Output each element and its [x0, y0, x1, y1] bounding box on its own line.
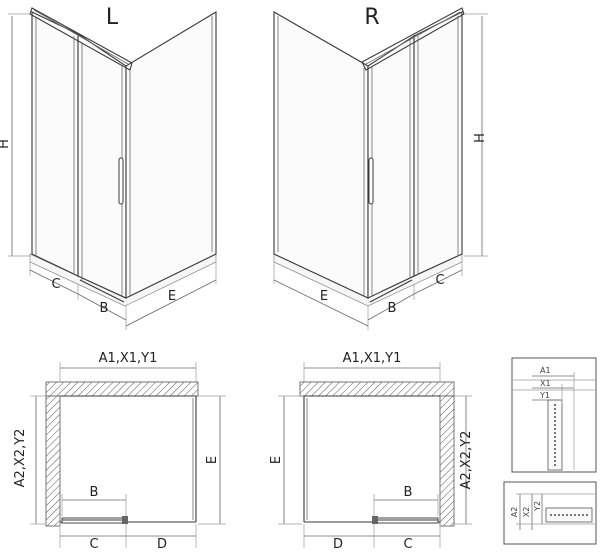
- right-sliding-door: [367, 34, 415, 299]
- right-h-label: H: [473, 133, 488, 143]
- right-fixed-panel: [413, 11, 463, 277]
- detail-y1-label: Y1: [539, 391, 550, 400]
- left-3d-view: [8, 7, 217, 330]
- left-b-label: B: [100, 301, 109, 316]
- left-plan-a2-label: A2,X2,Y2: [13, 429, 28, 488]
- right-plan-a1-label: A1,X1,Y1: [343, 351, 402, 366]
- left-plan-view: [30, 362, 226, 548]
- detail-a1-label: A1: [540, 366, 551, 375]
- right-e-label: E: [320, 289, 328, 304]
- left-h-label: H: [0, 139, 12, 149]
- right-plan-c-label: C: [403, 537, 412, 552]
- left-plan-d-label: D: [157, 537, 167, 552]
- left-e-label: E: [168, 289, 176, 304]
- right-door-handle: [368, 157, 374, 205]
- left-plan-b-label: B: [90, 485, 99, 500]
- left-plan-top-wall: [45, 381, 199, 397]
- detail-x1-label: X1: [540, 379, 551, 388]
- right-3d-view: [273, 7, 488, 330]
- left-fixed-panel: [31, 11, 79, 277]
- left-plan-side-wall: [45, 395, 61, 527]
- detail-x2-label: X2: [522, 507, 531, 518]
- right-c-label: C: [435, 273, 444, 288]
- right-plan-a2-label: A2,X2,Y2: [459, 431, 474, 490]
- right-plan-top-wall: [299, 381, 455, 397]
- detail-a2-label: A2: [510, 507, 519, 518]
- right-b-label: B: [388, 301, 397, 316]
- right-view-title: R: [364, 5, 379, 30]
- left-side-panel: [125, 11, 217, 299]
- left-c-label: C: [51, 277, 60, 292]
- right-side-panel: [273, 11, 369, 299]
- left-plan-a1-label: A1,X1,Y1: [99, 351, 158, 366]
- detail-box-bottom: [503, 481, 597, 545]
- detail-box-top: [511, 357, 597, 473]
- right-plan-side-wall: [439, 395, 455, 527]
- left-plan-e-label: E: [205, 456, 220, 464]
- right-plan-view: [278, 362, 472, 548]
- right-plan-b-label: B: [404, 485, 413, 500]
- right-plan-d-label: D: [333, 537, 343, 552]
- left-plan-c-label: C: [89, 537, 98, 552]
- right-plan-e-label: E: [269, 456, 284, 464]
- left-door-handle: [118, 157, 124, 205]
- detail-y2-label: Y2: [533, 501, 542, 512]
- left-view-title: L: [106, 5, 119, 30]
